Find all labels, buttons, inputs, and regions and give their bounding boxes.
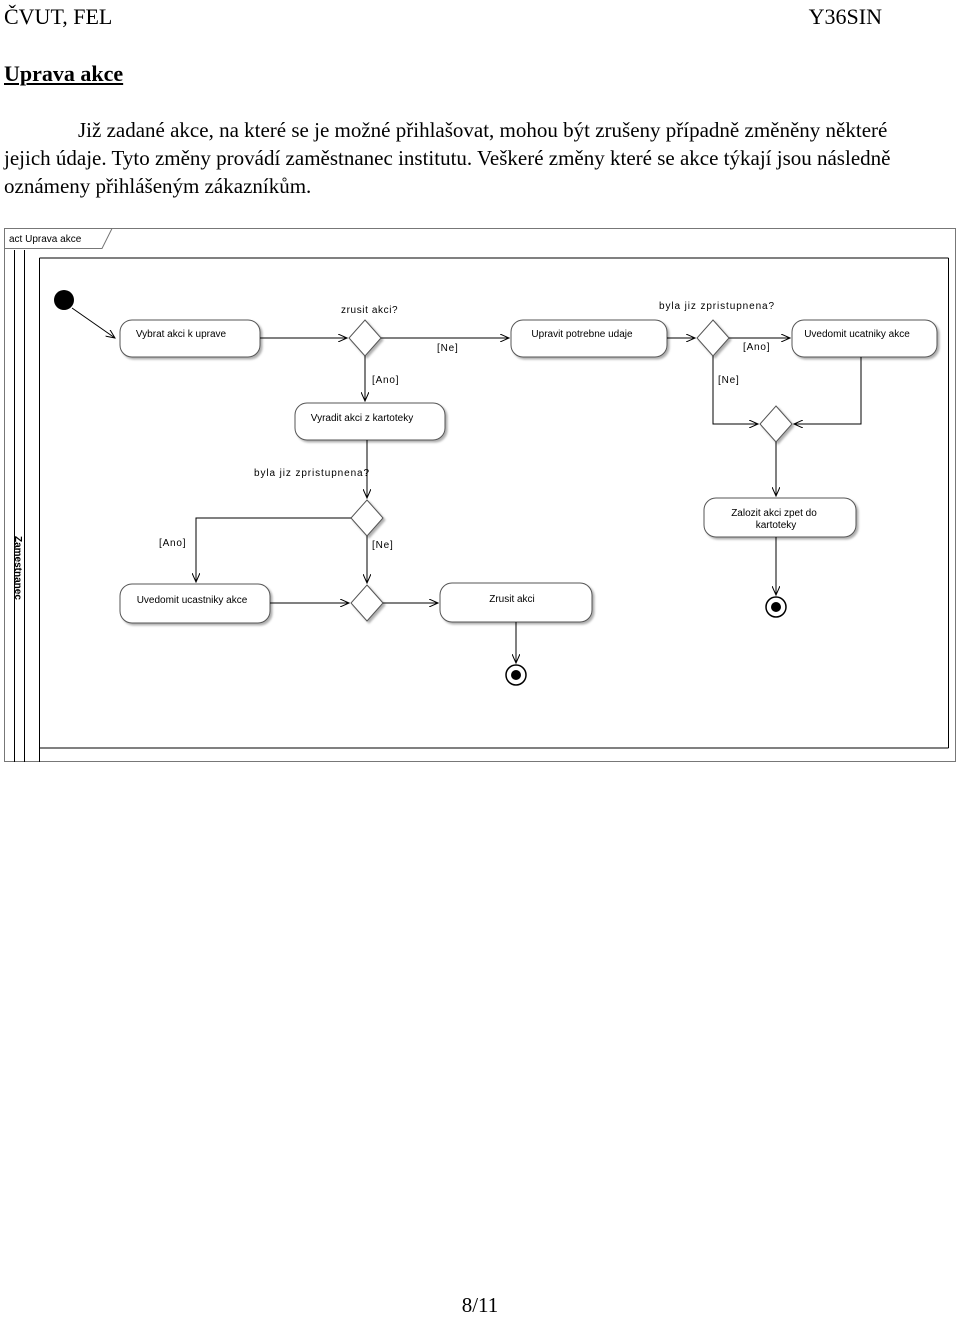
frame-label: act Uprava akce [9, 234, 82, 245]
diagram-frame [4, 228, 956, 762]
final-node-bottom [505, 664, 527, 686]
svg-text:Zrusit akci: Zrusit akci [489, 594, 535, 605]
svg-text:Upravit potrebne udaje: Upravit potrebne udaje [531, 329, 633, 340]
guard-ne-3: [Ne] [372, 540, 394, 551]
guard-ano-1: [Ano] [743, 342, 770, 353]
restore-line-2: kartoteky [756, 520, 797, 531]
question-cancel: zrusit akci? [341, 305, 398, 316]
page-number: 8/11 [461, 1293, 499, 1317]
action-remove: Vyradit akci z kartoteky [294, 402, 446, 441]
svg-text:Vyradit akci z kartoteky: Vyradit akci z kartoteky [311, 413, 413, 424]
guard-ano-3: [Ano] [159, 538, 186, 549]
restore-line-1: Zalozit akci zpet do [731, 508, 817, 519]
intro-paragraph: Již zadané akce, na které se je možné př… [4, 118, 891, 198]
header-left: ČVUT, FEL [4, 4, 113, 29]
svg-text:Uvedomit ucatniky akce: Uvedomit ucatniky akce [804, 329, 910, 340]
section-title: Uprava akce [4, 61, 124, 86]
initial-node [54, 290, 74, 310]
svg-text:Uvedomit ucastniky akce: Uvedomit ucastniky akce [137, 595, 248, 606]
action-select: Vybrat akci k uprave [119, 319, 261, 358]
action-notify-top: Uvedomit ucatniky akce [791, 319, 938, 358]
action-notify-bottom: Uvedomit ucastniky akce [119, 583, 271, 624]
merge-bottom [350, 584, 384, 622]
action-edit: Upravit potrebne udaje [510, 319, 668, 358]
header-right: Y36SIN [808, 4, 882, 29]
action-cancel: Zrusit akci [439, 582, 593, 623]
question-published-1: byla jiz zpristupnena? [659, 301, 775, 312]
guard-ne-1: [Ne] [437, 343, 459, 354]
final-node-right [765, 596, 787, 618]
guard-ano-2: [Ano] [372, 375, 399, 386]
question-published-2: byla jiz zpristupnena? [254, 468, 370, 479]
frame-tab [4, 228, 113, 249]
guard-ne-2: [Ne] [718, 375, 740, 386]
activity-diagram: act Uprava akce Zamestnanec Vybrat akci … [4, 228, 956, 762]
swimlane-label: Zamestnanec [12, 536, 23, 600]
action-restore: Zalozit akci zpet do kartoteky [703, 497, 857, 538]
svg-text:Vybrat akci k uprave: Vybrat akci k uprave [136, 329, 227, 340]
